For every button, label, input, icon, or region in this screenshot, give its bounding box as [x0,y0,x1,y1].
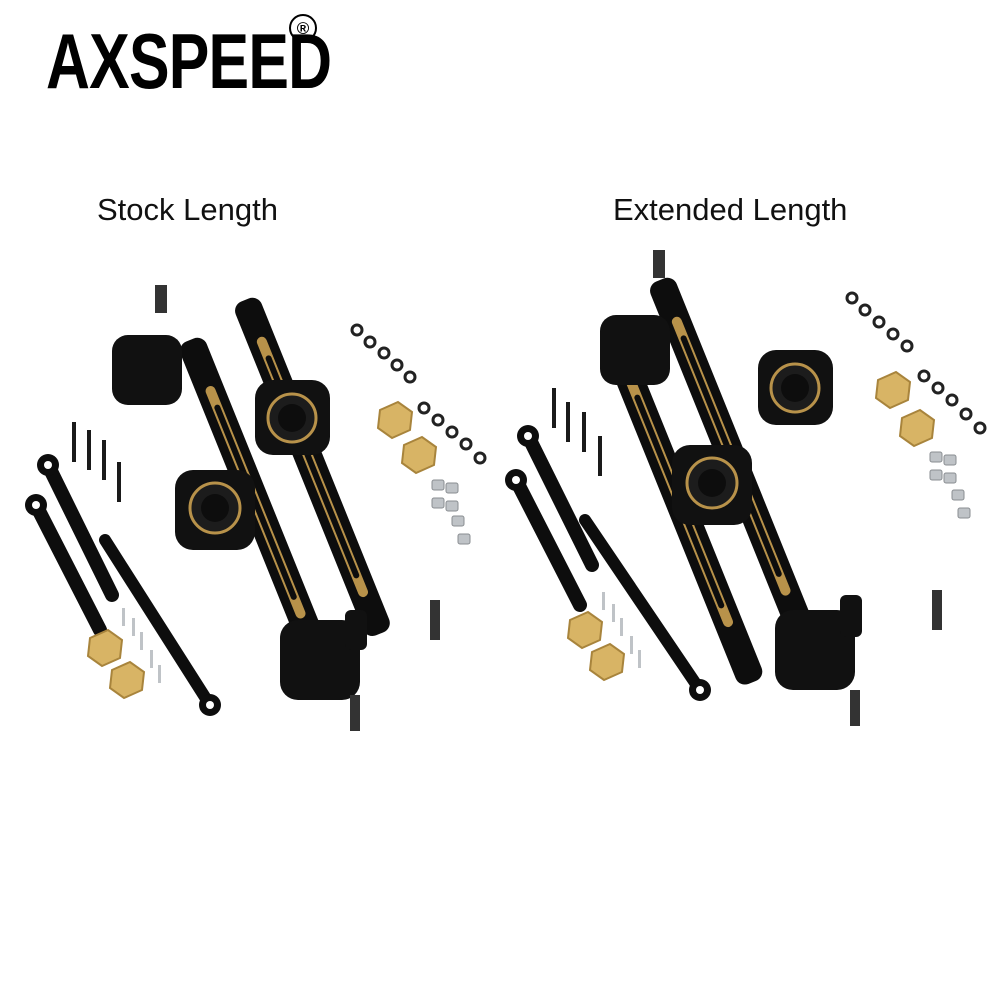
differential-housing-front [672,445,752,525]
pins [122,608,161,683]
differential-housing-front [175,470,255,550]
front-axle-tube [180,337,335,677]
steering-knuckles [112,285,440,731]
extended-length-label: Extended Length [613,192,848,227]
pins [602,592,641,668]
brand-logo: AXSPEED [46,17,332,105]
steering-links [25,454,221,716]
differential-housing-rear [758,350,833,425]
svg-text:®: ® [297,19,310,38]
differential-housing-rear [255,380,330,455]
registered-mark-icon: ® [289,14,317,42]
brass-hex-adapters [86,400,438,700]
steering-knuckles [600,250,942,726]
extended-axle-kit-image [505,250,987,726]
stock-axle-kit-image [25,285,487,731]
steering-links [505,425,711,701]
o-rings [845,291,987,435]
stock-length-label: Stock Length [97,192,278,227]
brass-hex-adapters [566,370,936,682]
nuts [929,451,971,519]
o-rings [350,323,487,465]
nuts [431,479,471,545]
screws [72,422,121,502]
screws [552,388,602,476]
